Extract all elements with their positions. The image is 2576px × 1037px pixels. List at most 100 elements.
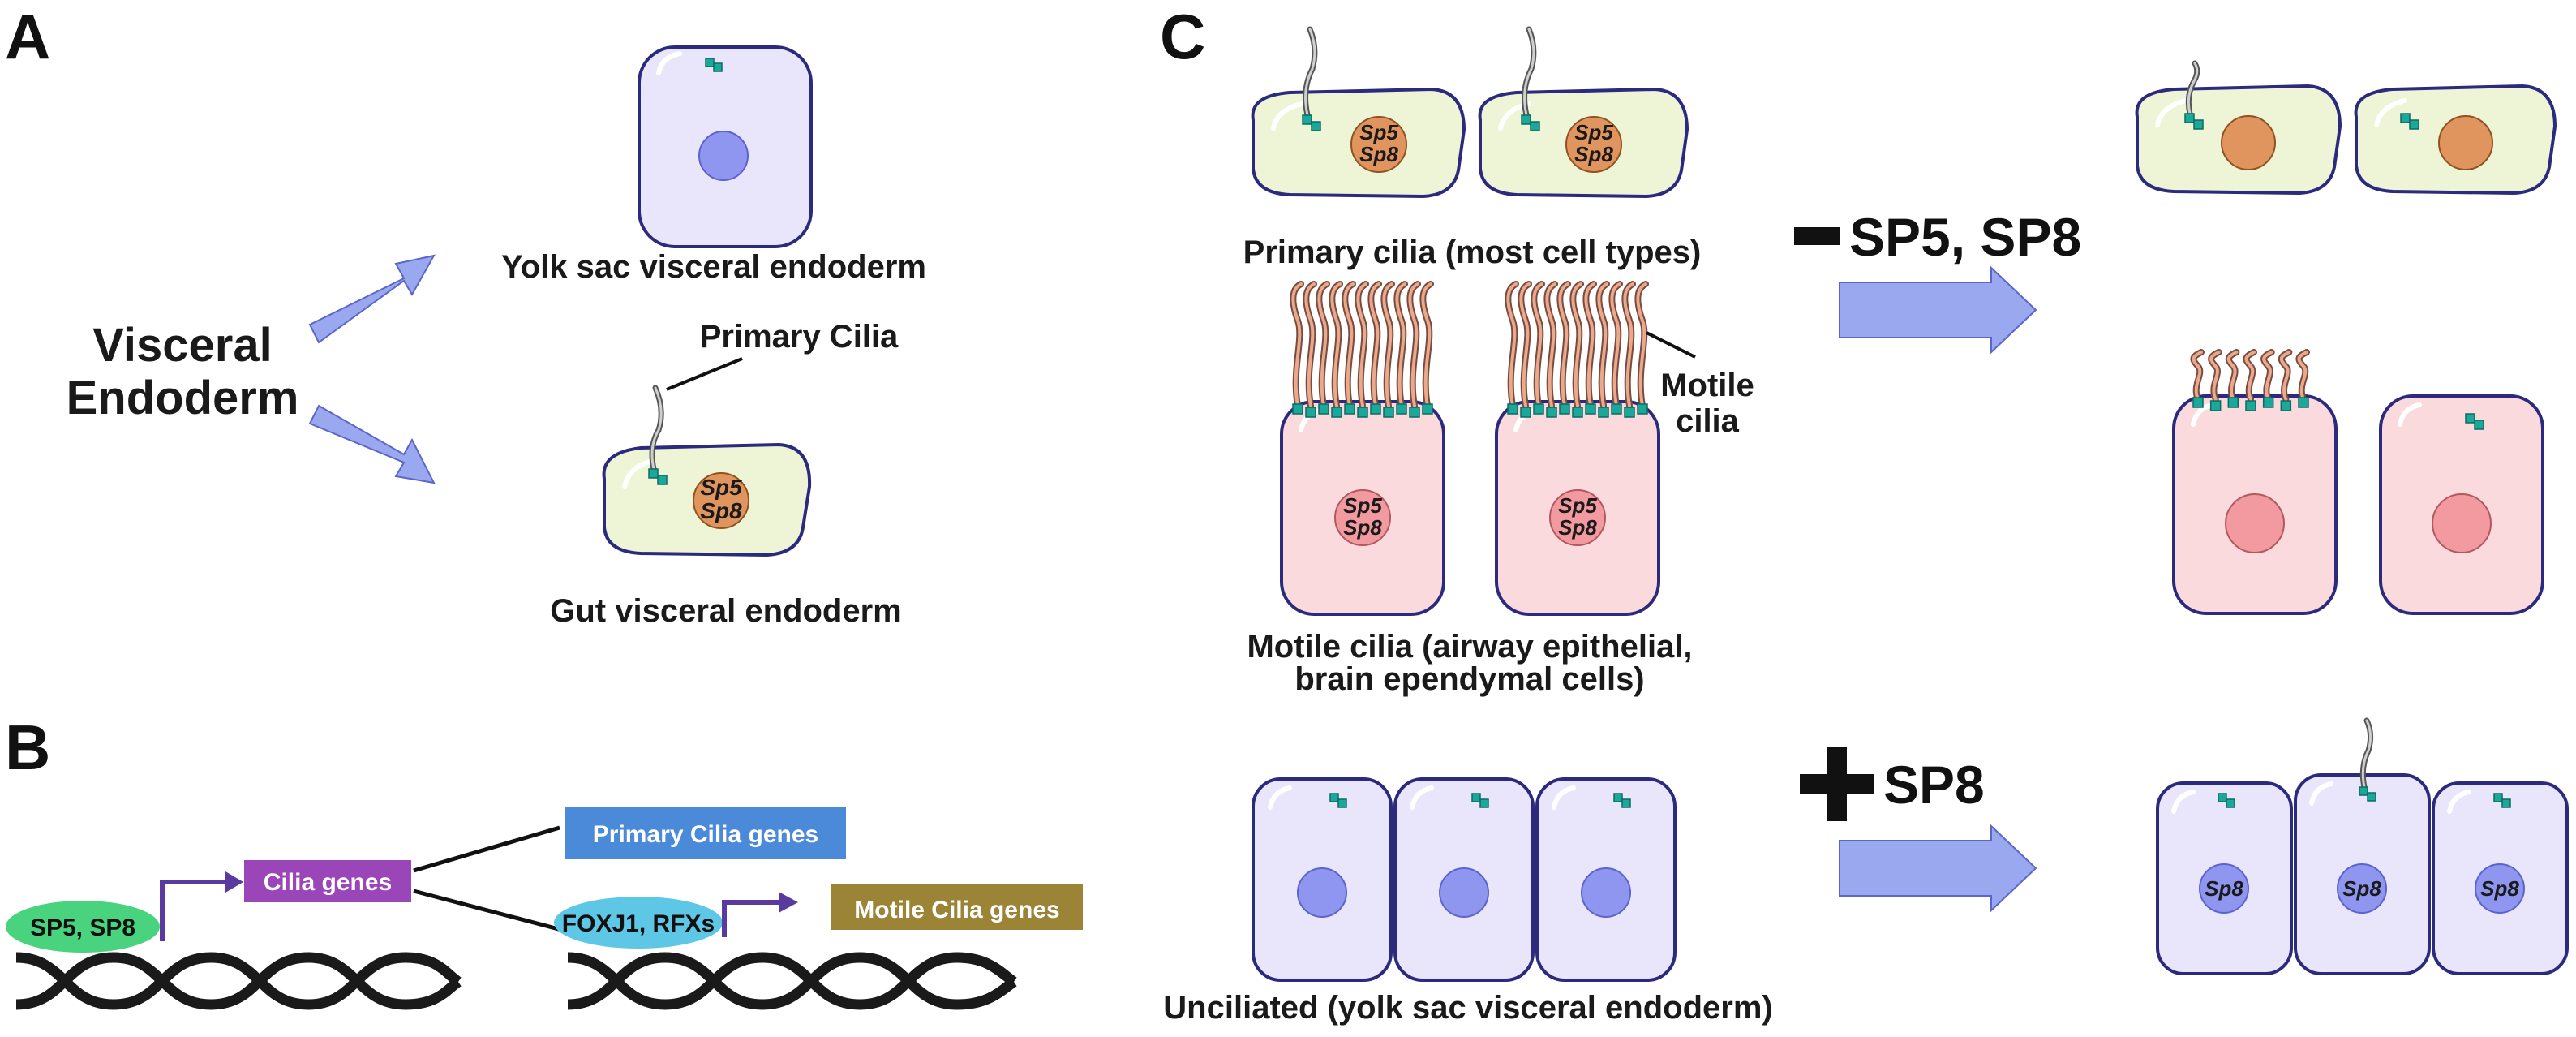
result-motile-cell-1 [2172, 349, 2338, 615]
motile-cilium-core [1519, 282, 1531, 407]
motile-cilia-label-line1: Motile [1660, 368, 1754, 403]
basal-body-icon [2298, 397, 2309, 408]
motile-cilium-core [2262, 351, 2273, 401]
foxj1-oval [554, 897, 723, 949]
primary-cilia-pointer [666, 357, 743, 391]
arrow-to-gut [308, 404, 436, 484]
motile-cilium-core [1532, 282, 1543, 407]
basal-body-icon [1624, 407, 1635, 418]
result-motile-cell-2 [2379, 394, 2544, 615]
motile-cilium-core [1421, 282, 1432, 407]
gut-nucleus-sp5: Sp5 [700, 475, 742, 500]
basal-body-icon [2262, 397, 2274, 408]
basal-body-icon [1520, 407, 1531, 418]
primary-caption: Primary cilia (most cell types) [1243, 235, 1702, 270]
motile-caption-line2: brain ependymal cells) [1294, 661, 1644, 697]
motile-cilium-core [1408, 282, 1419, 407]
sp8-cells: Sp8 Sp8 Sp8 [2156, 717, 2569, 975]
basal-body-icon [1370, 403, 1381, 415]
motile-cilium-core [1382, 282, 1393, 407]
basal-body-icon [1305, 407, 1316, 418]
result-primary-cell-1 [2135, 60, 2342, 196]
nucleus-sp5-text: Sp5 [1558, 493, 1597, 518]
panel-b: B SP5, SP8 Cilia genes Primary Cilia gen… [5, 712, 1083, 1010]
sp5-sp8-label: SP5, SP8 [30, 914, 135, 941]
nucleus-sp8-text: Sp8 [1558, 515, 1597, 540]
nucleus-sp8-text: Sp8 [1359, 142, 1398, 166]
primary-cilia-genes-label: Primary Cilia genes [593, 821, 818, 848]
yolk-sac-label: Yolk sac visceral endoderm [501, 249, 926, 285]
foxj1-arrow [722, 900, 779, 937]
basal-body-icon [1546, 407, 1557, 418]
basal-body-icon [1559, 403, 1570, 415]
basal-body-icon [2192, 397, 2204, 408]
motile-cilia-label-line2: cilia [1676, 403, 1740, 439]
basal-body-icon [1585, 403, 1596, 415]
result-primary-cell-2 [2354, 84, 2557, 196]
nucleus-sp8-text: Sp8 [1343, 515, 1382, 540]
gut-nucleus [693, 472, 749, 529]
primary-cilia-cell-1: Sp5 Sp8 [1251, 26, 1466, 199]
motile-cilium-core [1584, 282, 1595, 407]
plus-label: SP8 [1883, 755, 1985, 815]
motile-cilia-cell-2: Sp5 Sp8 [1495, 281, 1660, 616]
basal-body-icon [2209, 400, 2222, 411]
motile-cilium-core [2244, 351, 2256, 401]
arrow-to-yolk-sac [308, 254, 436, 344]
minus-icon [1794, 227, 1840, 245]
panel-b-letter: B [5, 712, 50, 783]
motile-caption-line1: Motile cilia (airway epithelial, [1247, 629, 1692, 665]
basal-body-icon [1637, 403, 1648, 415]
motile-cilium-core [2192, 351, 2203, 401]
minus-label: SP5, SP8 [1849, 207, 2081, 267]
unciliated-caption: Unciliated (yolk sac visceral endoderm) [1163, 990, 1772, 1026]
motile-cilium-core [1506, 282, 1518, 407]
panel-a: A Visceral Endoderm Yolk sac visceral en… [5, 1, 926, 629]
branch-line-motile [413, 889, 569, 934]
basal-body-icon [1292, 403, 1303, 415]
motile-cilium-core [1330, 282, 1342, 407]
gut-label: Gut visceral endoderm [550, 593, 901, 629]
sp8-nucleus-text: Sp8 [2342, 876, 2381, 901]
motile-cilium-core [1636, 282, 1647, 407]
motile-cilium-core [1623, 282, 1634, 407]
sp5-sp8-oval [6, 901, 160, 953]
yolk-sac-nucleus [698, 131, 749, 181]
sp8-nucleus-text: Sp8 [2480, 876, 2519, 901]
unciliated-cells [1252, 777, 1677, 982]
motile-cilium-core [2279, 351, 2291, 401]
motile-cilium-core [1395, 282, 1406, 407]
basal-body-icon [1572, 407, 1583, 418]
motile-cilia-pointer [1646, 331, 1696, 359]
motile-cilium-core [1610, 282, 1621, 407]
basal-body-icon [1396, 403, 1407, 415]
primary-cilia-genes-box [565, 807, 846, 859]
panel-c: C Sp5 Sp8 Sp5 Sp8 Primary cilia (most ce… [1160, 1, 2569, 1026]
basal-body-icon [1357, 407, 1368, 418]
basal-body-icon [1383, 407, 1394, 418]
motile-cilium-core [1558, 282, 1569, 407]
motile-cilia-cell-1: Sp5 Sp8 [1280, 281, 1445, 616]
visceral-endoderm-line2: Endoderm [67, 372, 299, 424]
basal-body-icon [2227, 397, 2239, 408]
cilia-genes-label: Cilia genes [264, 869, 392, 896]
dna-helix-right [567, 952, 1017, 1010]
basal-body-icon [1344, 403, 1355, 415]
motile-cilium-core [1369, 282, 1380, 407]
motile-cilium-core [1291, 282, 1303, 407]
primary-cilia-cell-2: Sp5 Sp8 [1478, 26, 1689, 199]
motile-cilium-core [1343, 282, 1355, 407]
panel-a-letter: A [5, 1, 50, 72]
nucleus-sp5-text: Sp5 [1574, 120, 1613, 144]
panel-c-letter: C [1160, 1, 1205, 72]
basal-body-icon [1409, 407, 1420, 418]
yolk-sac-cell [638, 45, 813, 248]
motile-cilium-core [1317, 282, 1329, 407]
motile-cilium-core [1571, 282, 1582, 407]
basal-body-icon [1331, 407, 1342, 418]
motile-cilia-genes-label: Motile Cilia genes [854, 897, 1059, 923]
motile-cilia-genes-box [831, 884, 1083, 930]
motile-cilium-core [1356, 282, 1367, 407]
basal-body-icon [1422, 403, 1433, 415]
tf-arrow [160, 880, 225, 941]
